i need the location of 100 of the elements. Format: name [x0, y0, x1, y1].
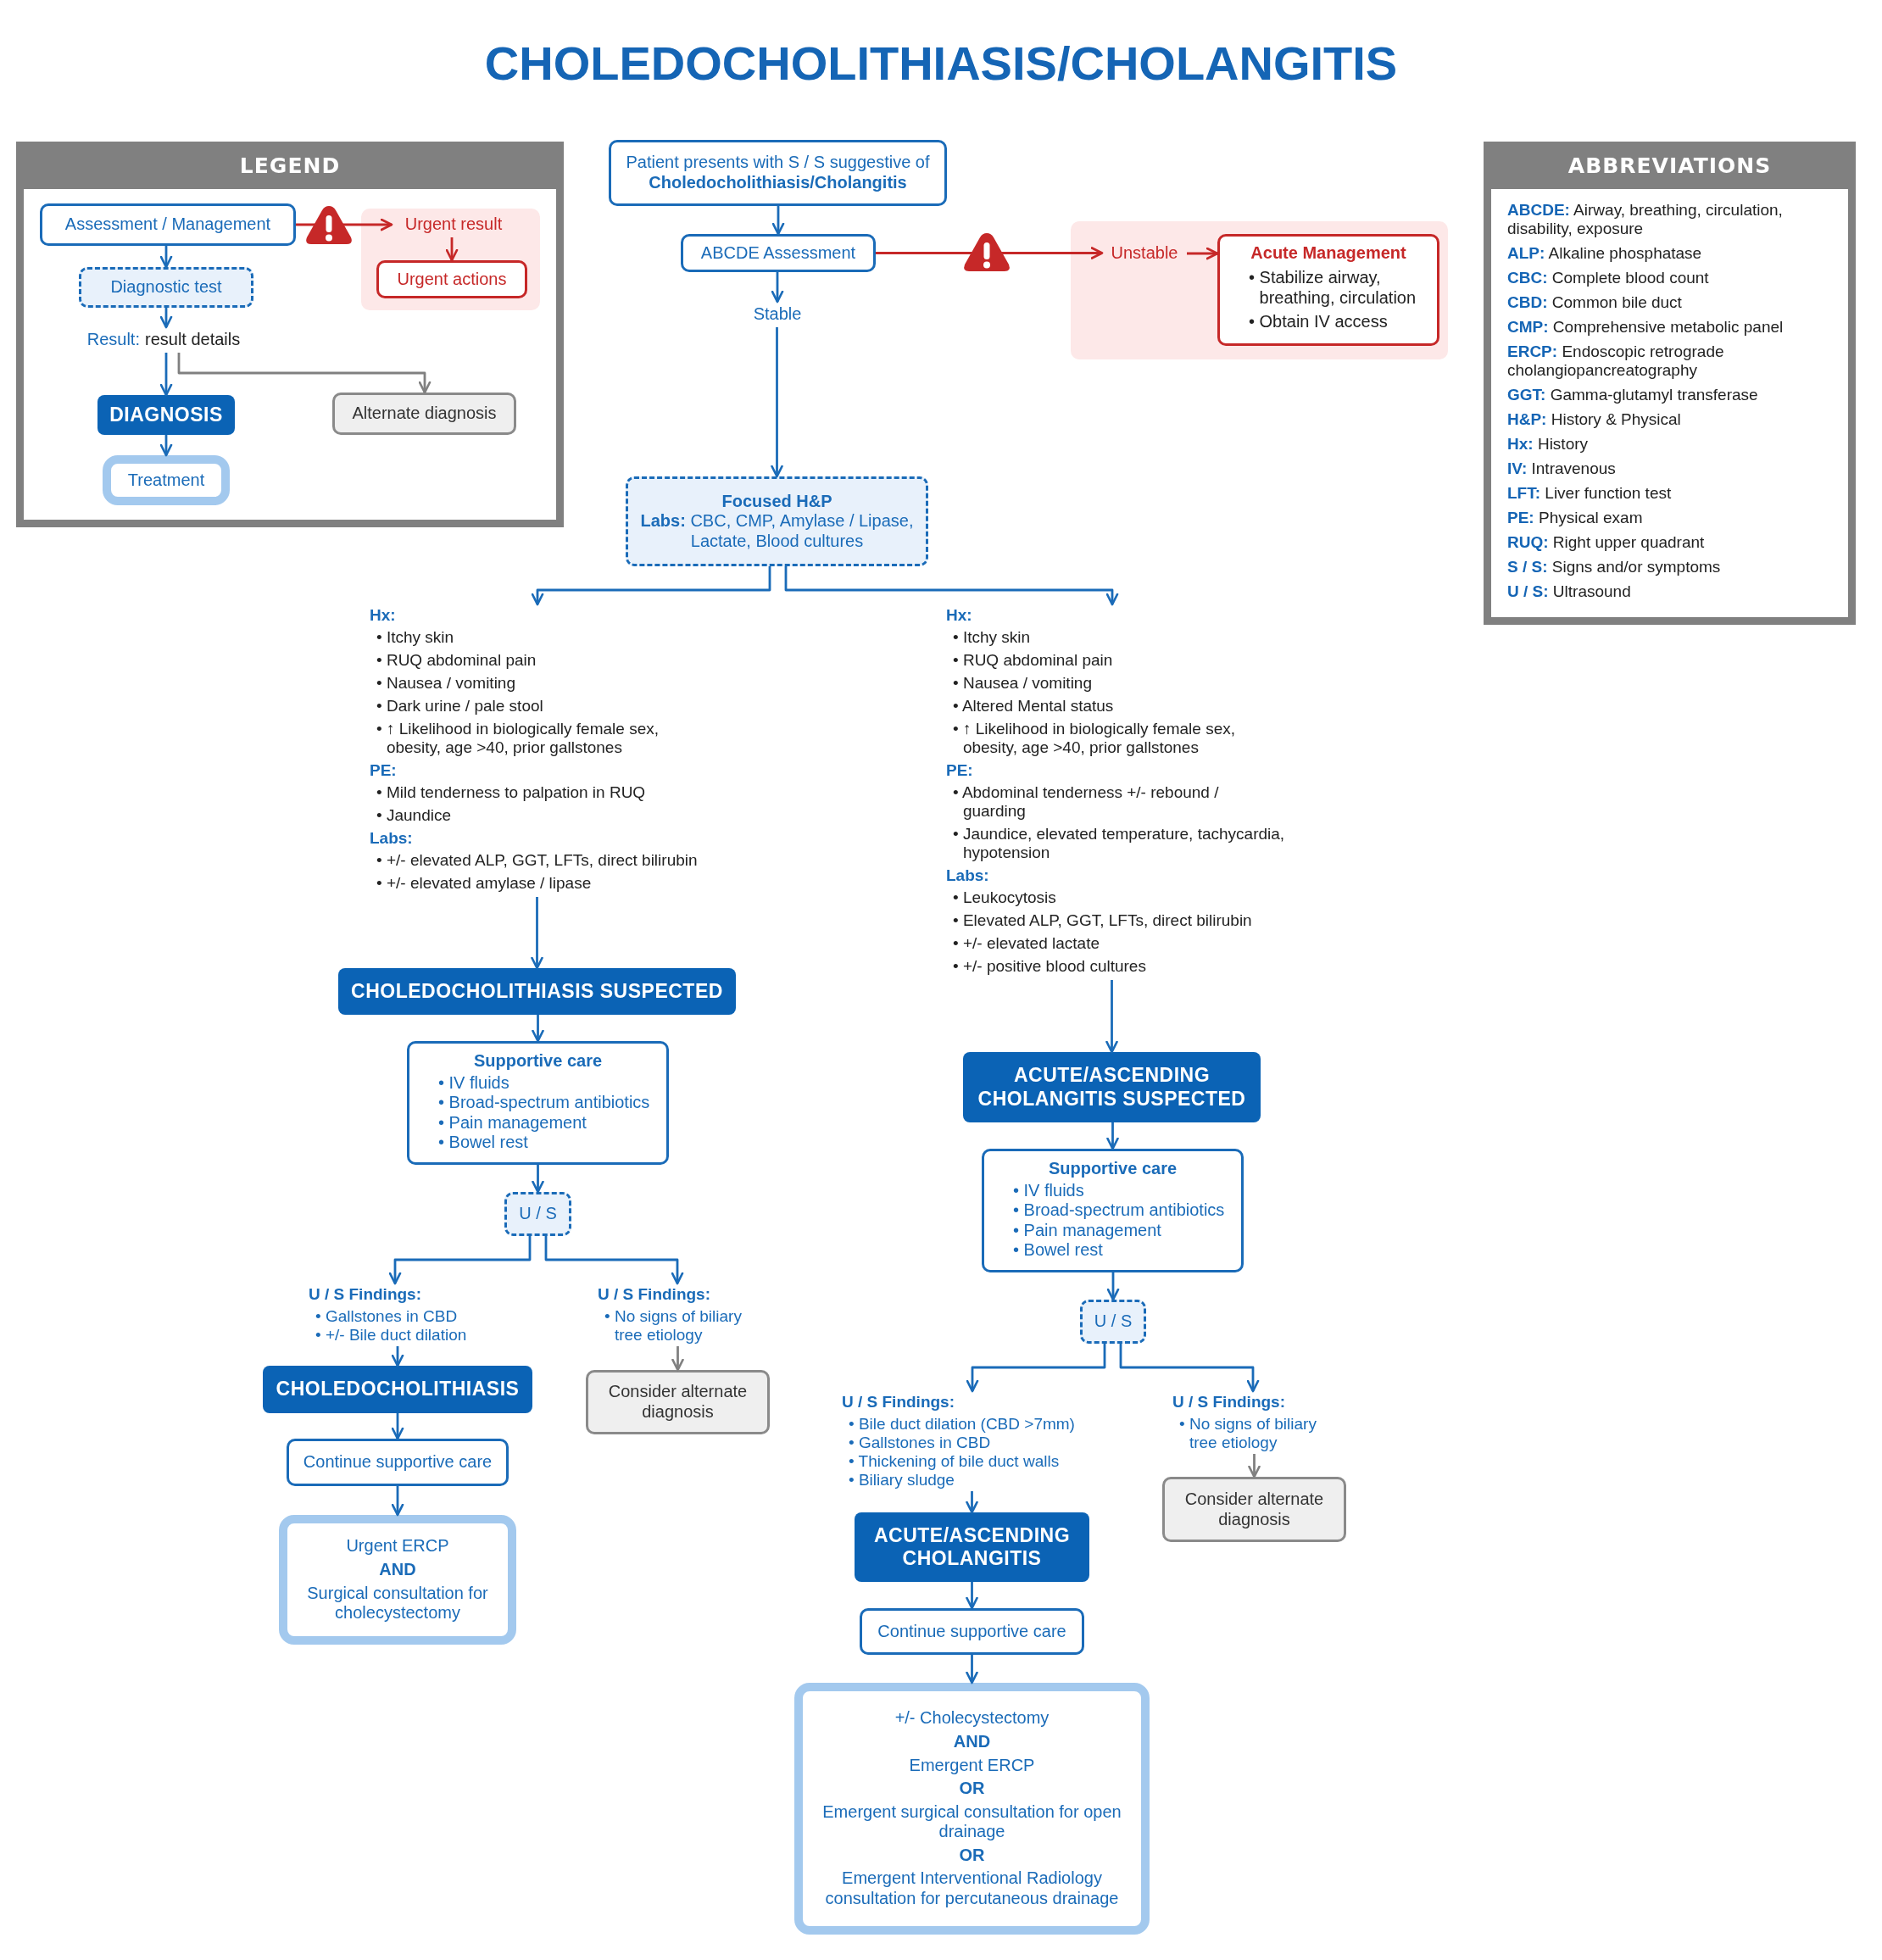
arrow	[1248, 1454, 1261, 1478]
section-heading: Hx:	[946, 606, 973, 625]
box-label: CHOLEDOCHOLITHIASIS	[276, 1378, 520, 1401]
list-item: • Gallstones in CBD	[849, 1434, 992, 1452]
alternate-diagnosis-box	[332, 393, 516, 435]
list-item: • Altered Mental status	[953, 697, 1115, 716]
list-item: • ↑ Likelihood in biologically female sex, obesity, age >40, prior gallstones	[376, 720, 660, 757]
process-box	[982, 1149, 1244, 1272]
arrow	[544, 1236, 684, 1285]
list-item: • Itchy skin	[953, 628, 1032, 647]
list-item: • Jaundice	[376, 806, 452, 825]
box-label: Labs: CBC, CMP, Amylase / Lipase, Lactate, Blood cultures	[639, 511, 915, 552]
abbreviation-entry: PE: Physical exam	[1507, 509, 1644, 527]
arrow	[1119, 1344, 1260, 1393]
box-label: AND	[379, 1559, 416, 1580]
list-item: • Bile duct dilation (CBD >7mm)	[849, 1415, 1076, 1434]
diagnosis-banner	[338, 968, 736, 1015]
list-item: • Gallstones in CBD	[315, 1307, 459, 1326]
list-item: • Pain management	[1013, 1220, 1162, 1241]
list-item: • Broad-spectrum antibiotics	[1013, 1200, 1226, 1221]
arrow	[159, 246, 173, 269]
arrow	[784, 566, 1119, 606]
box-label: ACUTE/ASCENDING CHOLANGITIS	[872, 1523, 1072, 1571]
list-item: • IV fluids	[1013, 1180, 1085, 1201]
list-item: • Nausea / vomiting	[953, 674, 1093, 693]
abbreviation-entry: ERCP: Endoscopic retrograde cholangiopancreatography	[1507, 342, 1725, 380]
list-item: • +/- positive blood cultures	[953, 957, 1147, 976]
process-box	[681, 234, 876, 272]
arrow	[966, 1582, 978, 1610]
box-label: ACUTE/ASCENDING CHOLANGITIS SUSPECTED	[977, 1064, 1247, 1111]
section-heading: U / S Findings:	[1172, 1393, 1286, 1412]
box-label: Surgical consultation for cholecystectomy	[306, 1583, 489, 1623]
list-item: • Bowel rest	[1013, 1240, 1104, 1261]
arrow	[391, 1346, 404, 1367]
box-label: Patient presents with S / S suggestive of Choledocholithiasis/Cholangitis	[625, 153, 931, 193]
abbreviation-entry: RUQ: Right upper quadrant	[1507, 533, 1706, 552]
arrow	[159, 435, 173, 457]
arrow	[159, 308, 173, 329]
treatment-box	[279, 1515, 516, 1645]
section-heading: U / S Findings:	[842, 1393, 955, 1412]
section-heading: Hx:	[370, 606, 397, 625]
box-label: U / S	[519, 1204, 557, 1224]
abbreviation-entry: GGT: Gamma-glutamyl transferase	[1507, 386, 1759, 404]
box-label: CHOLEDOCHOLITHIASIS SUSPECTED	[351, 979, 723, 1004]
list-item: • IV fluids	[438, 1072, 510, 1094]
abbreviation-entry: CBD: Common bile duct	[1507, 293, 1683, 312]
arrow	[532, 1165, 544, 1194]
arrow	[445, 237, 459, 262]
diagram-title: CHOLEDOCHOLITHIASIS/CHOLANGITIS	[484, 36, 1398, 90]
process-box	[407, 1041, 669, 1165]
arrow	[531, 566, 771, 606]
treatment-box	[103, 455, 230, 505]
diagnosis-banner	[97, 395, 235, 435]
diagnosis-banner	[263, 1366, 532, 1413]
flow-label: Stable	[739, 302, 816, 327]
box-heading: Acute Management	[1250, 242, 1406, 264]
abbreviation-entry: ABCDE: Airway, breathing, circulation, disability, exposure	[1507, 201, 1784, 238]
list-item: • Elevated ALP, GGT, LFTs, direct bilirubin	[953, 911, 1253, 930]
alternate-diagnosis-box	[586, 1370, 770, 1434]
arrow	[532, 1015, 544, 1043]
list-item: • No signs of biliary tree etiology	[604, 1307, 743, 1345]
arrow	[1106, 1122, 1119, 1150]
list-item: • Jaundice, elevated temperature, tachycardia, hypotension	[953, 825, 1285, 862]
list-item: • ↑ Likelihood in biologically female sex, obesity, age >40, prior gallstones	[953, 720, 1236, 757]
flow-label: Urgent result	[392, 212, 515, 237]
arrow	[1106, 1272, 1120, 1301]
box-label: Alternate diagnosis	[352, 404, 497, 424]
arrow	[1105, 980, 1118, 1054]
urgent-panel	[361, 209, 540, 310]
box-label: Consider alternate diagnosis	[1183, 1489, 1325, 1530]
arrow	[391, 1486, 404, 1517]
list-item: • Nausea / vomiting	[376, 674, 516, 693]
list-item: • RUQ abdominal pain	[376, 651, 537, 670]
test-box	[504, 1192, 571, 1236]
arrow	[391, 1413, 404, 1440]
box-label: Continue supportive care	[303, 1452, 493, 1473]
section-heading: U / S Findings:	[309, 1285, 422, 1304]
abbreviation-entry: IV: Intravenous	[1507, 459, 1617, 478]
box-label: ABCDE Assessment	[700, 242, 856, 264]
box-label: Diagnostic test	[110, 277, 222, 298]
box-label: Treatment	[127, 470, 205, 491]
process-box	[287, 1439, 509, 1486]
box-label: Emergent Interventional Radiology consultation for percutaneous drainage	[824, 1868, 1120, 1909]
abbreviation-entry: ALP: Alkaline phosphatase	[1507, 244, 1703, 263]
list-item: • Biliary sludge	[849, 1471, 955, 1489]
arrow	[966, 1344, 1106, 1393]
diagnosis-banner	[963, 1052, 1261, 1122]
list-item: • Broad-spectrum antibiotics	[438, 1093, 651, 1113]
box-label: AND	[953, 1731, 991, 1752]
box-label: Emergent surgical consultation for open drainage	[821, 1801, 1122, 1842]
abbreviation-entry: LFT: Liver function test	[1507, 484, 1673, 503]
box-label: result details	[145, 330, 241, 350]
test-box	[79, 267, 253, 308]
arrow	[771, 272, 784, 303]
box-label: Continue supportive care	[877, 1621, 1066, 1642]
arrow	[771, 327, 783, 478]
diagnosis-banner	[855, 1512, 1089, 1582]
arrow	[876, 247, 1104, 259]
arrow	[177, 353, 432, 394]
list-item: • +/- elevated ALP, GGT, LFTs, direct bilirubin	[376, 851, 699, 870]
